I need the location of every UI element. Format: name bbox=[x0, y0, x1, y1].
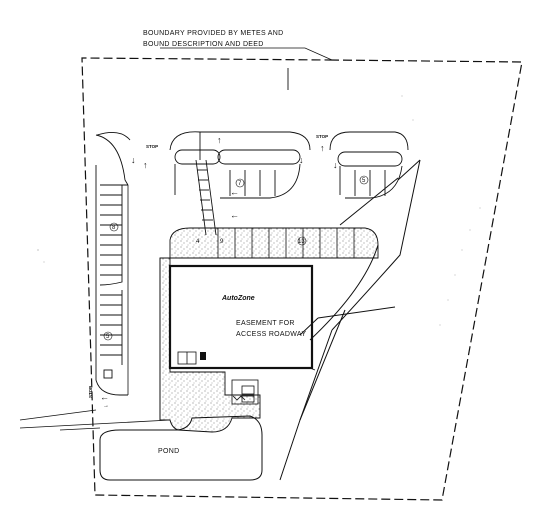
traffic-arrows: ↓ ← ← ↑ ↓ ↑ ↑ ↓ ← → bbox=[100, 135, 338, 409]
stall-count-labels: 8 5 7 5 4 9 13 bbox=[103, 175, 369, 341]
boundary-note-line2: BOUND DESCRIPTION AND DEED bbox=[143, 41, 264, 48]
pond bbox=[99, 415, 263, 481]
easement-note-line2: ACCESS ROADWAY bbox=[236, 331, 306, 338]
stall-count-west-lower: 5 bbox=[106, 334, 110, 340]
easement-note-line1: EASEMENT FOR bbox=[236, 320, 295, 327]
svg-text:←: ← bbox=[100, 392, 109, 402]
stop-sign-2: STOP bbox=[316, 134, 328, 139]
stall-count-north-right: 5 bbox=[362, 178, 366, 184]
autozone-logo: AutoZone bbox=[221, 295, 255, 302]
building-apron bbox=[159, 257, 261, 433]
autozone-building bbox=[168, 264, 316, 405]
scan-speckle bbox=[37, 95, 481, 326]
stall-count-north-middle: 7 bbox=[238, 181, 242, 187]
svg-text:←: ← bbox=[230, 210, 239, 220]
svg-text:↑: ↑ bbox=[217, 135, 222, 145]
west-parking bbox=[95, 134, 129, 396]
svg-text:↓: ↓ bbox=[333, 160, 338, 170]
stall-count-front-3: 13 bbox=[298, 239, 305, 245]
stop-sign-3: STOP bbox=[88, 386, 93, 398]
stall-count-west-upper: 8 bbox=[112, 225, 116, 231]
easement-lines bbox=[279, 159, 421, 481]
svg-text:↑: ↑ bbox=[143, 160, 148, 170]
boundary-note-line1: BOUNDARY PROVIDED BY METES AND bbox=[143, 30, 283, 37]
property-boundary bbox=[81, 57, 523, 501]
drive-aisles bbox=[19, 185, 171, 431]
svg-text:←: ← bbox=[230, 187, 239, 197]
north-parking bbox=[96, 68, 409, 199]
svg-text:↑: ↑ bbox=[320, 143, 325, 153]
boundary-leader bbox=[160, 47, 333, 61]
svg-text:→: → bbox=[103, 403, 109, 409]
pond-label: POND bbox=[158, 448, 179, 455]
stall-count-front-1: 4 bbox=[196, 239, 200, 245]
west-stall-lines bbox=[100, 194, 122, 356]
svg-text:↓: ↓ bbox=[299, 155, 304, 165]
front-sidewalk bbox=[169, 227, 379, 259]
stall-count-front-2: 9 bbox=[220, 239, 224, 245]
svg-text:↓: ↓ bbox=[131, 155, 136, 165]
dumpster-enclosure bbox=[231, 379, 259, 405]
crosswalk bbox=[195, 132, 217, 236]
stop-sign-1: STOP bbox=[146, 144, 158, 149]
